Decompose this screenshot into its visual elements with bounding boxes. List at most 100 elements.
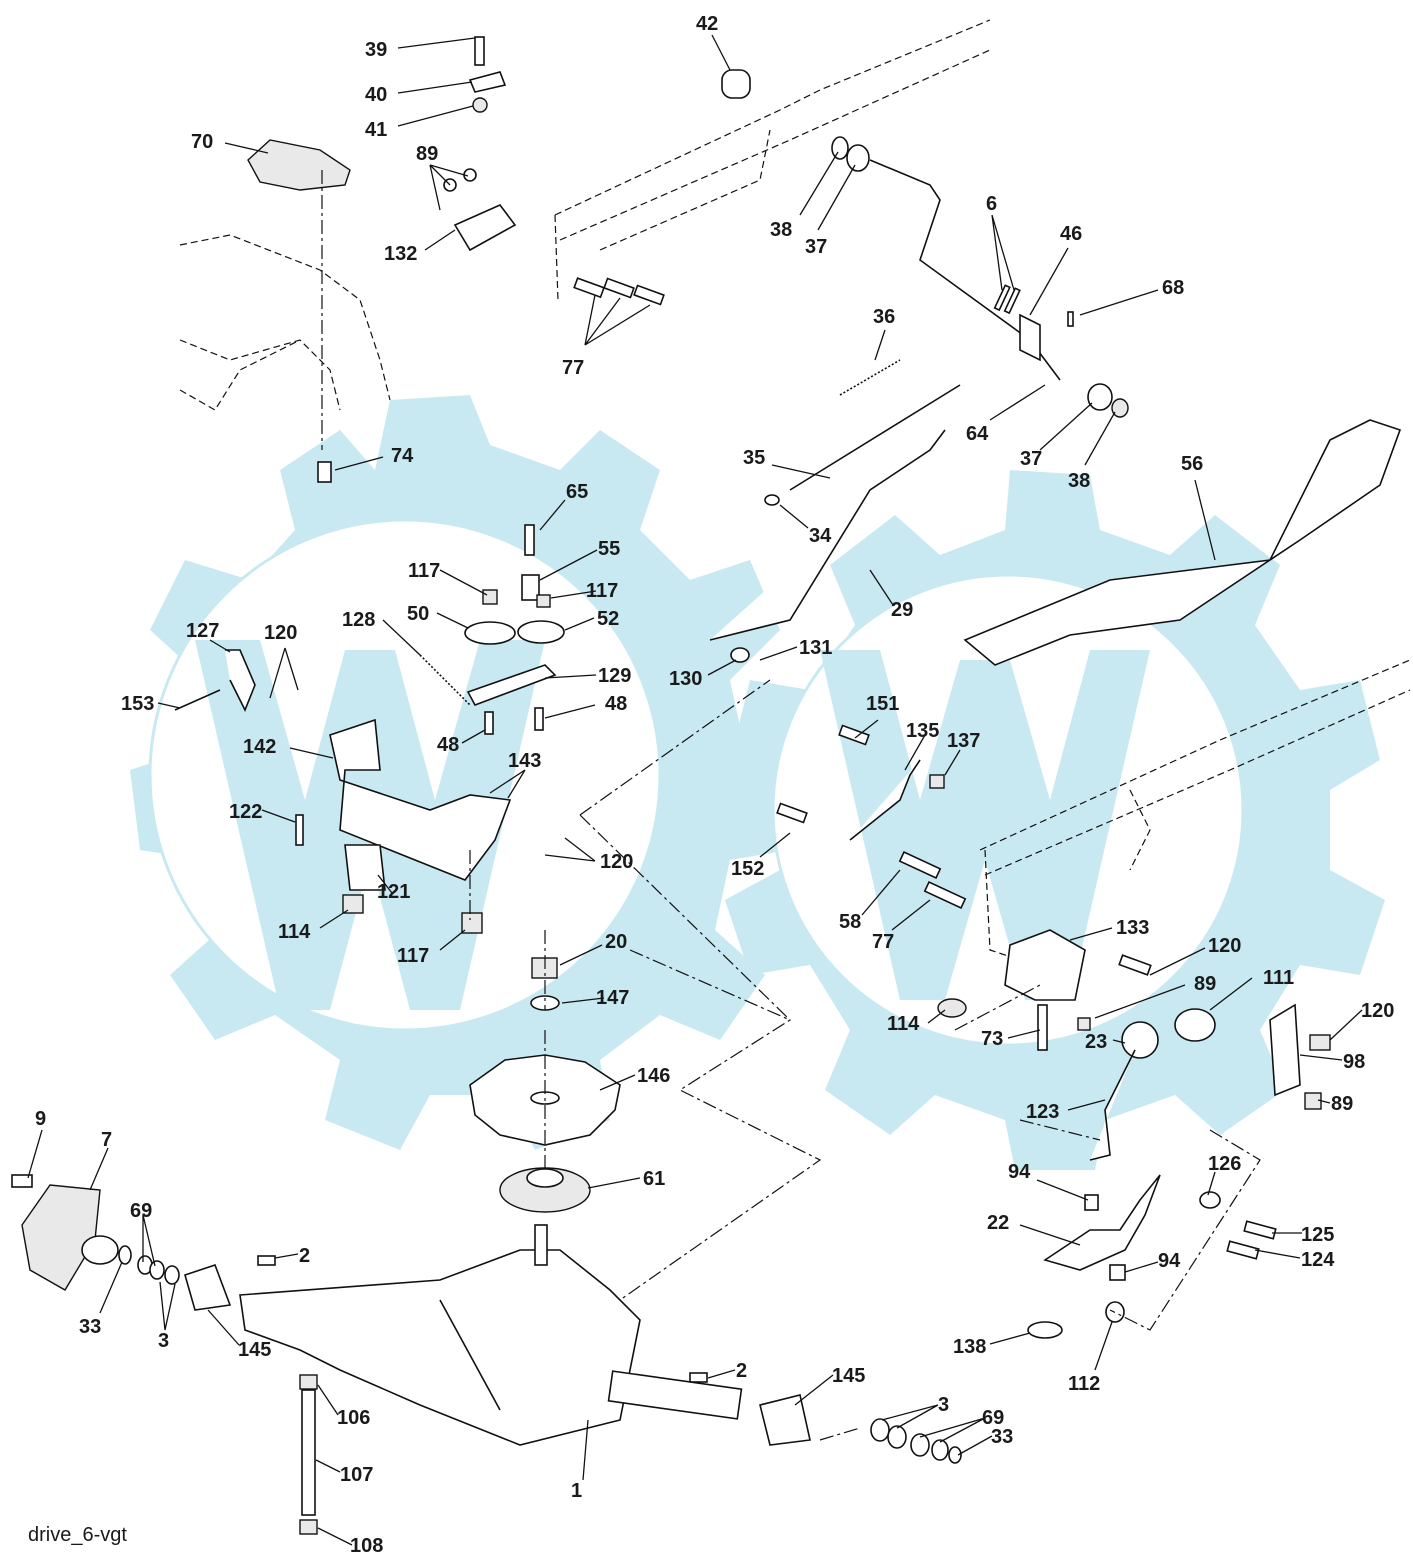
callout-7: 7 <box>101 1129 112 1151</box>
callout-124: 124 <box>1301 1249 1335 1271</box>
callout-153: 153 <box>121 693 154 715</box>
callout-33: 33 <box>79 1316 101 1338</box>
callout-125: 125 <box>1301 1224 1334 1246</box>
callout-46: 46 <box>1060 223 1082 245</box>
callout-89: 89 <box>1331 1093 1353 1115</box>
callout-2: 2 <box>736 1360 747 1382</box>
callout-39: 39 <box>365 39 387 61</box>
callout-68: 68 <box>1162 277 1184 299</box>
callout-64: 64 <box>966 423 989 445</box>
callout-29: 29 <box>891 599 913 621</box>
callout-89: 89 <box>1194 973 1216 995</box>
callout-152: 152 <box>731 858 764 880</box>
parts <box>11 36 1402 1535</box>
callout-114: 114 <box>278 921 311 943</box>
diagram-caption: drive_6-vgt <box>28 1524 127 1546</box>
callout-58: 58 <box>839 911 861 933</box>
callout-3: 3 <box>938 1394 949 1416</box>
callout-106: 106 <box>337 1407 370 1429</box>
callout-52: 52 <box>597 608 619 630</box>
callout-132: 132 <box>384 243 417 265</box>
callout-77: 77 <box>562 357 584 379</box>
callout-36: 36 <box>873 306 895 328</box>
callout-3: 3 <box>158 1330 169 1352</box>
callout-122: 122 <box>229 801 262 823</box>
callout-129: 129 <box>598 665 631 687</box>
callout-69: 69 <box>982 1407 1004 1429</box>
callout-55: 55 <box>598 538 620 560</box>
callout-37: 37 <box>805 236 827 258</box>
callout-145: 145 <box>832 1365 865 1387</box>
callout-133: 133 <box>1116 917 1149 939</box>
callout-107: 107 <box>340 1464 373 1486</box>
callout-117: 117 <box>397 945 429 967</box>
callout-131: 131 <box>799 637 832 659</box>
callout-35: 35 <box>743 447 765 469</box>
assembly-lines <box>321 170 1261 1441</box>
callout-137: 137 <box>947 730 980 752</box>
callout-20: 20 <box>605 931 627 953</box>
callout-37: 37 <box>1020 448 1042 470</box>
callout-108: 108 <box>350 1535 383 1556</box>
callout-38: 38 <box>770 219 792 241</box>
watermark <box>130 395 1385 1170</box>
callout-94: 94 <box>1008 1161 1031 1183</box>
callout-40: 40 <box>365 84 387 106</box>
callout-114: 114 <box>887 1013 920 1035</box>
callout-56: 56 <box>1181 453 1203 475</box>
callout-151: 151 <box>866 693 899 715</box>
part-56-drive-belt <box>963 419 1402 666</box>
callout-89: 89 <box>416 143 438 165</box>
callout-142: 142 <box>243 736 276 758</box>
callout-41: 41 <box>365 119 387 141</box>
leader-lines <box>27 34 1363 1546</box>
callout-117: 117 <box>586 580 618 602</box>
callout-98: 98 <box>1343 1051 1365 1073</box>
callout-33: 33 <box>991 1426 1013 1448</box>
callout-130: 130 <box>669 668 702 690</box>
callout-123: 123 <box>1026 1101 1059 1123</box>
callout-120: 120 <box>264 622 297 644</box>
callout-42: 42 <box>696 13 718 35</box>
callout-94: 94 <box>1158 1250 1181 1272</box>
part-1-transaxle <box>239 1249 641 1446</box>
callout-127: 127 <box>186 620 219 642</box>
callout-50: 50 <box>407 603 429 625</box>
callout-145: 145 <box>238 1339 271 1361</box>
callout-34: 34 <box>809 525 832 547</box>
callout-1: 1 <box>571 1480 582 1502</box>
callout-135: 135 <box>906 720 939 742</box>
callout-22: 22 <box>987 1212 1009 1234</box>
callout-48: 48 <box>437 734 459 756</box>
callout-73: 73 <box>981 1028 1003 1050</box>
callout-2: 2 <box>299 1245 310 1267</box>
callout-38: 38 <box>1068 470 1090 492</box>
part-70-pedal-pad <box>247 139 351 191</box>
callout-74: 74 <box>391 445 414 467</box>
callout-111: 111 <box>1263 967 1294 989</box>
callout-65: 65 <box>566 481 588 503</box>
callout-138: 138 <box>953 1336 986 1358</box>
callout-120: 120 <box>1208 935 1241 957</box>
callout-6: 6 <box>986 193 997 215</box>
callout-48: 48 <box>605 693 627 715</box>
callout-128: 128 <box>342 609 375 631</box>
watermark-w-right <box>820 650 1150 1000</box>
frame-dashed-outlines <box>179 19 1411 961</box>
callout-120: 120 <box>600 851 633 873</box>
callout-69: 69 <box>130 1200 152 1222</box>
callout-23: 23 <box>1085 1031 1107 1053</box>
callout-146: 146 <box>637 1065 670 1087</box>
part-7-wheel-hub <box>21 1184 101 1291</box>
callout-143: 143 <box>508 750 541 772</box>
callout-147: 147 <box>596 987 629 1009</box>
callout-117: 117 <box>408 560 440 582</box>
callout-9: 9 <box>35 1108 46 1130</box>
callouts: 39 40 41 42 70 89 132 77 38 37 6 46 68 3… <box>35 13 1394 1556</box>
callout-121: 121 <box>377 881 410 903</box>
callout-120: 120 <box>1361 1000 1394 1022</box>
callout-112: 112 <box>1068 1373 1100 1395</box>
callout-61: 61 <box>643 1168 665 1190</box>
